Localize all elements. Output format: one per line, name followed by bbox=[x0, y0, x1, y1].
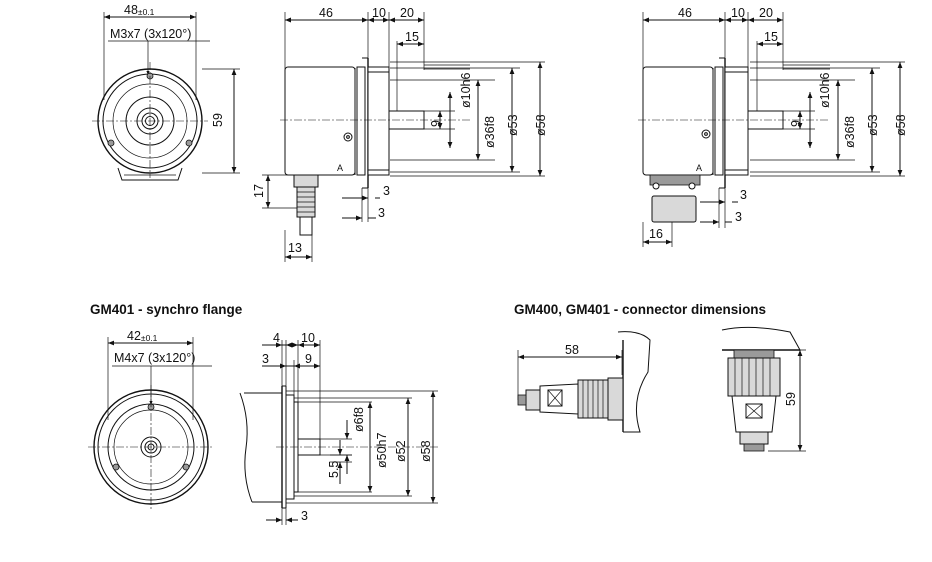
dim-spigot-50h7: ø50h7 bbox=[375, 433, 389, 468]
mark-a: A bbox=[337, 163, 343, 173]
dim-bc-53: ø53 bbox=[506, 114, 520, 136]
dim-20: 20 bbox=[759, 6, 773, 20]
dim-3b: 3 bbox=[378, 206, 385, 220]
thread-label-m3: M3x7 (3x120°) bbox=[110, 27, 191, 41]
dim-46: 46 bbox=[319, 6, 333, 20]
dim-width-42: 42±0.1 bbox=[127, 329, 158, 343]
dim-15: 15 bbox=[405, 30, 419, 44]
dim-5-5: 5.5 bbox=[327, 461, 341, 478]
side-view-cable: 46 10 20 15 A ø10h6 9 bbox=[252, 6, 548, 262]
dim-3a: 3 bbox=[740, 188, 747, 202]
side-view-synchro: 4 10 3 9 ø6f8 5.5 ø50h7 ø52 ø58 bbox=[239, 331, 440, 525]
dim-length-58: 58 bbox=[565, 343, 579, 357]
dim-height-59: 59 bbox=[211, 113, 225, 127]
dim-9: 9 bbox=[429, 120, 443, 127]
dim-3b: 3 bbox=[301, 509, 308, 523]
dim-od-58: ø58 bbox=[894, 114, 908, 136]
dim-9: 9 bbox=[305, 352, 312, 366]
dim-shaft-6f8: ø6f8 bbox=[352, 407, 366, 432]
heading-connector-dimensions: GM400, GM401 - connector dimensions bbox=[514, 302, 766, 317]
dim-spigot-36f8: ø36f8 bbox=[843, 116, 857, 148]
dim-46: 46 bbox=[678, 6, 692, 20]
connector-dimensions: 58 59 bbox=[517, 326, 806, 452]
dim-bc-53: ø53 bbox=[866, 114, 880, 136]
dim-10: 10 bbox=[372, 6, 386, 20]
dim-od-58: ø58 bbox=[419, 440, 433, 462]
dim-15: 15 bbox=[764, 30, 778, 44]
dim-4: 4 bbox=[273, 331, 280, 345]
dim-20: 20 bbox=[400, 6, 414, 20]
dim-3b: 3 bbox=[735, 210, 742, 224]
side-view-connector: 46 10 20 15 A ø10h6 bbox=[638, 6, 908, 247]
dim-17: 17 bbox=[252, 184, 266, 198]
dim-3: 3 bbox=[262, 352, 269, 366]
dim-spigot-36f8: ø36f8 bbox=[483, 116, 497, 148]
dim-height-59: 59 bbox=[784, 392, 798, 406]
thread-label-m4: M4x7 (3x120°) bbox=[114, 351, 195, 365]
dim-shaft-10h6: ø10h6 bbox=[459, 73, 473, 108]
heading-synchro-flange: GM401 - synchro flange bbox=[90, 302, 243, 317]
dim-52: ø52 bbox=[394, 440, 408, 462]
dim-10: 10 bbox=[731, 6, 745, 20]
dim-width-48: 48±0.1 bbox=[124, 3, 155, 17]
dim-13: 13 bbox=[288, 241, 302, 255]
dim-16: 16 bbox=[649, 227, 663, 241]
mark-a: A bbox=[696, 163, 702, 173]
dim-od-58: ø58 bbox=[534, 114, 548, 136]
dim-shaft-10h6: ø10h6 bbox=[818, 73, 832, 108]
front-view-clamping: 48±0.1 M3x7 (3x120°) 59 bbox=[92, 3, 240, 181]
dim-3a: 3 bbox=[383, 184, 390, 198]
front-view-synchro: 42±0.1 M4x7 (3x120°) bbox=[88, 329, 214, 510]
dim-10: 10 bbox=[301, 331, 315, 345]
dim-9: 9 bbox=[789, 120, 803, 127]
